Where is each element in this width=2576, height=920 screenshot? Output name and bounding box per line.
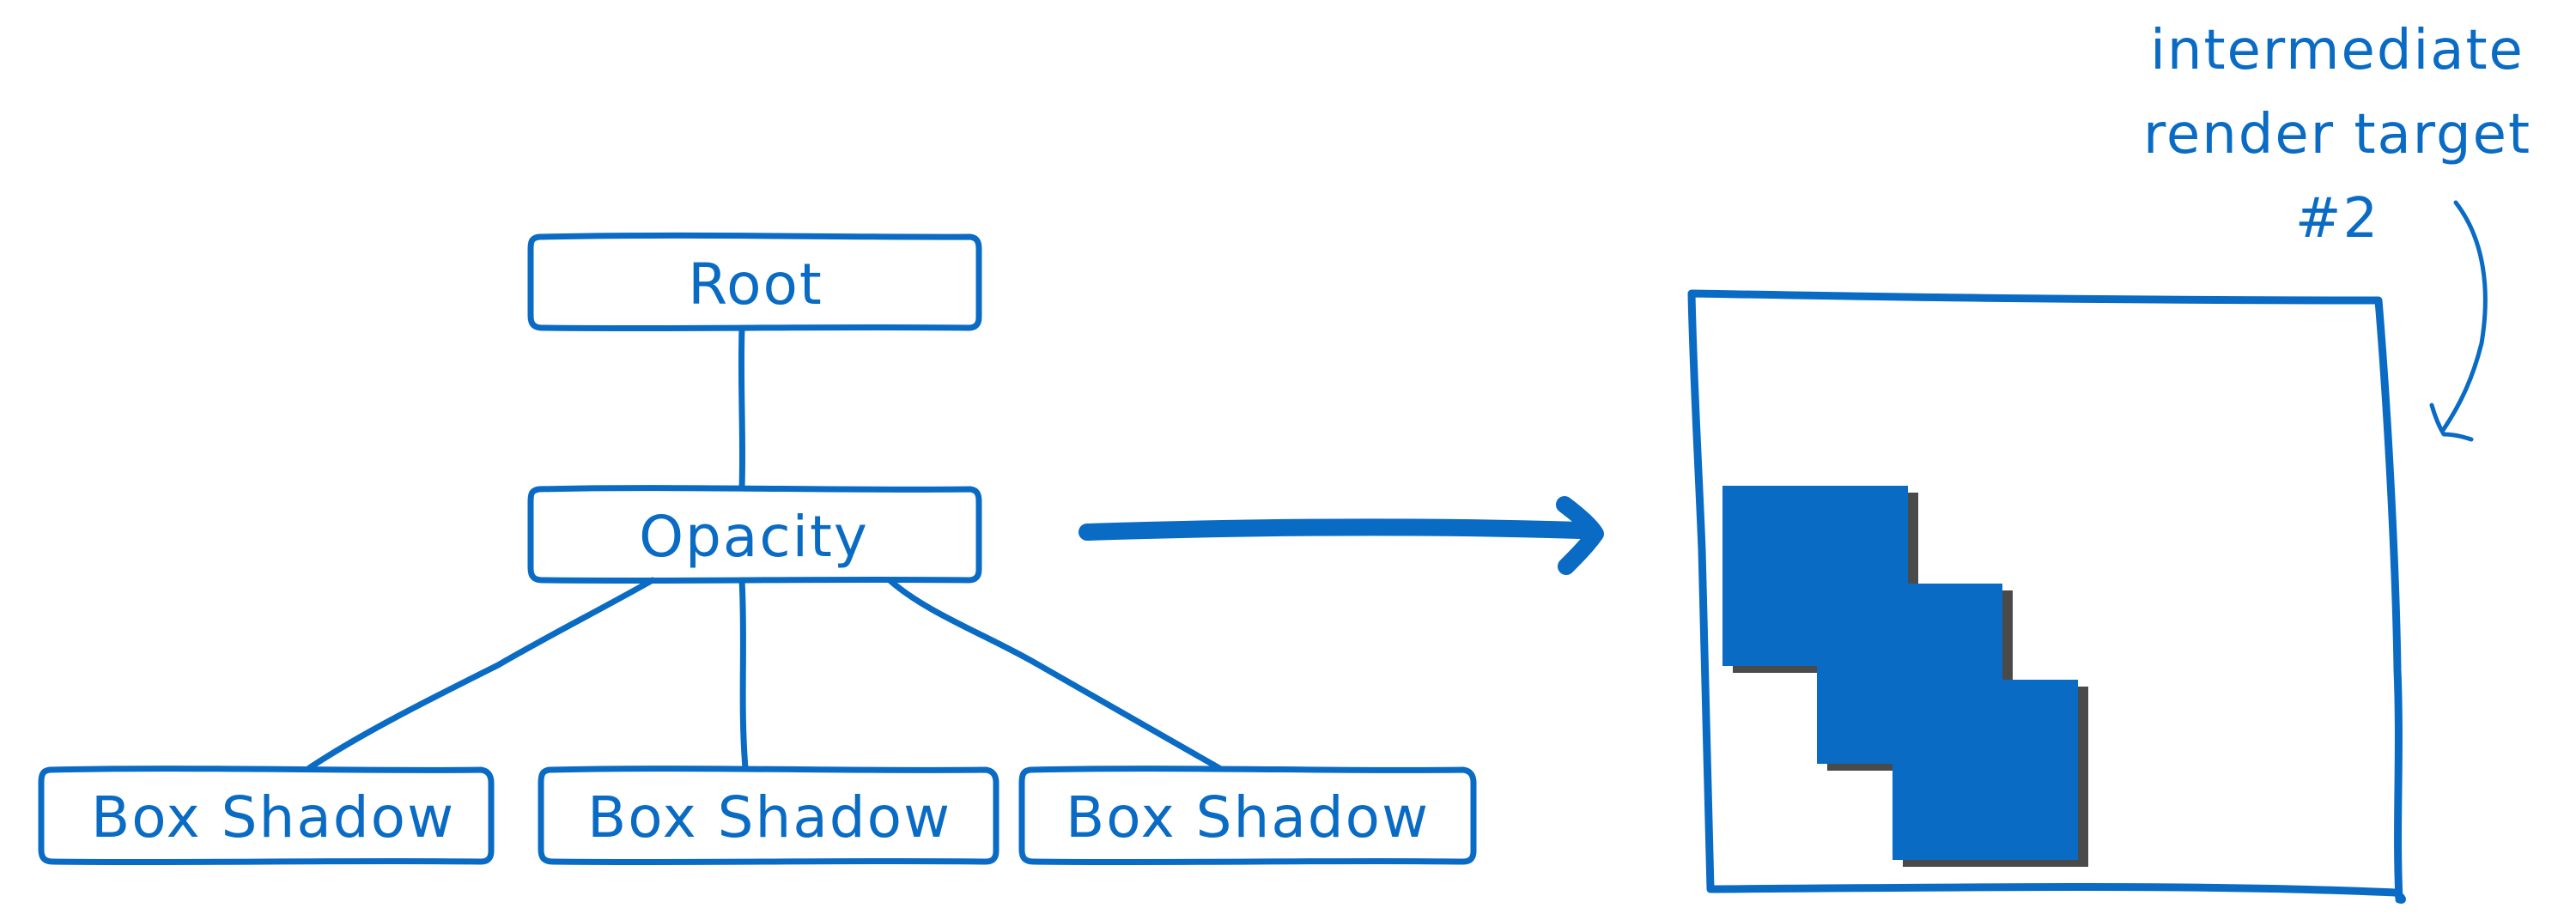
square-3 xyxy=(1893,680,2078,860)
node-box-shadow-3: Box Shadow xyxy=(1018,766,1477,866)
connector-root-opacity xyxy=(738,325,746,491)
arrow-to-render-target xyxy=(1078,496,1604,575)
caption-line-1: intermediate xyxy=(2150,19,2524,82)
node-box-shadow-1: Box Shadow xyxy=(38,766,495,866)
render-target-caption: intermediate render target #2 xyxy=(2143,19,2531,442)
connector-opacity-child-2 xyxy=(738,577,749,772)
connector-opacity-child-3 xyxy=(886,577,1223,772)
node-root-label: Root xyxy=(688,251,823,318)
node-box-shadow-2-box xyxy=(538,766,999,866)
node-opacity: Opacity xyxy=(527,485,982,584)
caption-line-3: #2 xyxy=(2295,187,2379,251)
node-box-shadow-1-box xyxy=(38,766,495,866)
node-box-shadow-3-label: Box Shadow xyxy=(1066,784,1430,850)
render-target xyxy=(1687,289,2406,904)
node-root-box xyxy=(527,232,982,332)
node-box-shadow-2: Box Shadow xyxy=(538,766,999,866)
arrow-head xyxy=(1556,496,1604,575)
node-opacity-box xyxy=(527,485,982,584)
node-box-shadow-1-label: Box Shadow xyxy=(91,784,455,850)
arrow-shaft xyxy=(1078,518,1589,541)
render-target-frame xyxy=(1687,289,2406,904)
node-root: Root xyxy=(527,232,982,332)
node-box-shadow-3-box xyxy=(1018,766,1477,866)
node-box-shadow-2-label: Box Shadow xyxy=(587,784,951,850)
connector-opacity-child-1 xyxy=(306,577,656,772)
tree-connectors xyxy=(306,325,1223,772)
caption-pointer-head xyxy=(2429,402,2474,442)
caption-line-2: render target xyxy=(2143,103,2531,166)
node-opacity-label: Opacity xyxy=(639,504,869,570)
caption-pointer xyxy=(2441,200,2488,432)
